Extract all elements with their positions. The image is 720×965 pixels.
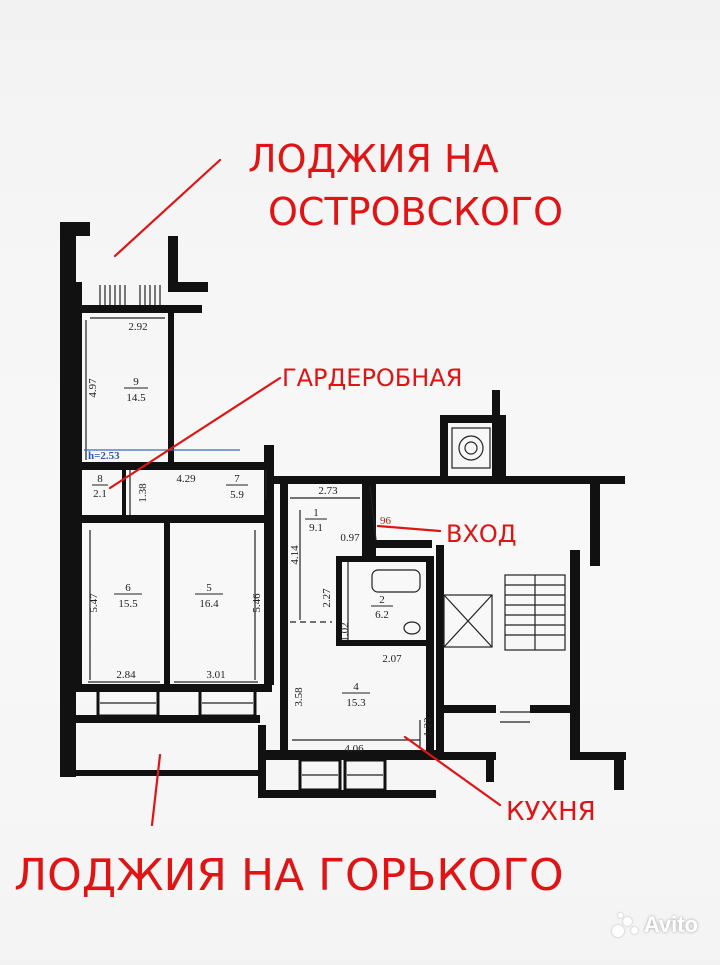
pointer-wardrobe [108, 376, 282, 490]
dim-1-02: 1.02 [339, 622, 351, 641]
dim-1-38: 1.38 [137, 483, 149, 503]
dim-2-92: 2.92 [128, 321, 147, 333]
dim-1-22: 1.22 [422, 717, 434, 736]
dim-3-01: 3.01 [206, 669, 225, 681]
avito-logo-icon [611, 913, 638, 937]
dim-2-84: 2.84 [116, 669, 136, 681]
dim-0-97: 0.97 [340, 532, 360, 544]
pointer-loggia-top [113, 158, 222, 258]
label-entrance: ВХОД [446, 520, 517, 548]
label-wardrobe: ГАРДЕРОБНАЯ [282, 364, 462, 392]
thin-details [84, 285, 566, 776]
room-4-area: 15.3 [346, 697, 366, 709]
room-1-num: 1 [313, 507, 319, 519]
label-loggia-top-2: ОСТРОВСКОГО [268, 190, 563, 234]
avito-watermark: Avito [611, 912, 698, 938]
dim-4-29: 4.29 [176, 473, 196, 485]
room-6-area: 15.5 [118, 598, 138, 610]
dim-4-06: 4.06 [344, 743, 364, 755]
ceiling-height: h=2.53 [88, 450, 120, 462]
annotations [108, 158, 502, 827]
label-loggia-bottom: ЛОДЖИЯ НА ГОРЬКОГО [14, 850, 564, 901]
annotation-texts: ЛОДЖИЯ НА ОСТРОВСКОГО ГАРДЕРОБНАЯ ВХОД К… [14, 137, 596, 901]
dimension-labels: 2.92 4.97 h=2.53 1.38 4.29 5.47 5.46 2.8… [87, 321, 434, 755]
dim-5-46: 5.46 [251, 593, 263, 613]
room-9-area: 14.5 [126, 392, 146, 404]
room-1-area: 9.1 [309, 522, 323, 534]
room-5-num: 5 [206, 582, 212, 594]
room-7-num: 7 [234, 473, 240, 485]
label-kitchen: КУХНЯ [506, 797, 596, 827]
avito-watermark-text: Avito [643, 912, 698, 937]
room-7-area: 5.9 [230, 489, 244, 501]
pointer-loggia-bottom [150, 753, 162, 827]
walls [60, 222, 626, 798]
room-9-num: 9 [133, 376, 139, 388]
room-8-area: 2.1 [93, 488, 107, 500]
room-labels: 9 14.5 8 2.1 7 5.9 6 15.5 5 16.4 1 9.1 2… [92, 376, 393, 709]
dim-4-97: 4.97 [87, 378, 99, 398]
room-5-area: 16.4 [199, 598, 219, 610]
dim-2-73: 2.73 [318, 485, 338, 497]
pointer-entrance [376, 524, 442, 533]
pointer-kitchen [403, 735, 502, 807]
room-2-num: 2 [379, 594, 385, 606]
dim-5-47: 5.47 [88, 593, 100, 613]
dim-3-58: 3.58 [293, 687, 305, 707]
room-2-area: 6.2 [375, 609, 389, 621]
room-8-num: 8 [97, 473, 103, 485]
dim-2-07: 2.07 [382, 653, 402, 665]
label-loggia-top-1: ЛОДЖИЯ НА [248, 137, 499, 181]
dim-96: 96 [380, 515, 392, 527]
dim-2-27: 2.27 [321, 588, 333, 608]
room-6-num: 6 [125, 582, 131, 594]
dim-4-14: 4.14 [289, 545, 301, 565]
room-4-num: 4 [353, 681, 359, 693]
